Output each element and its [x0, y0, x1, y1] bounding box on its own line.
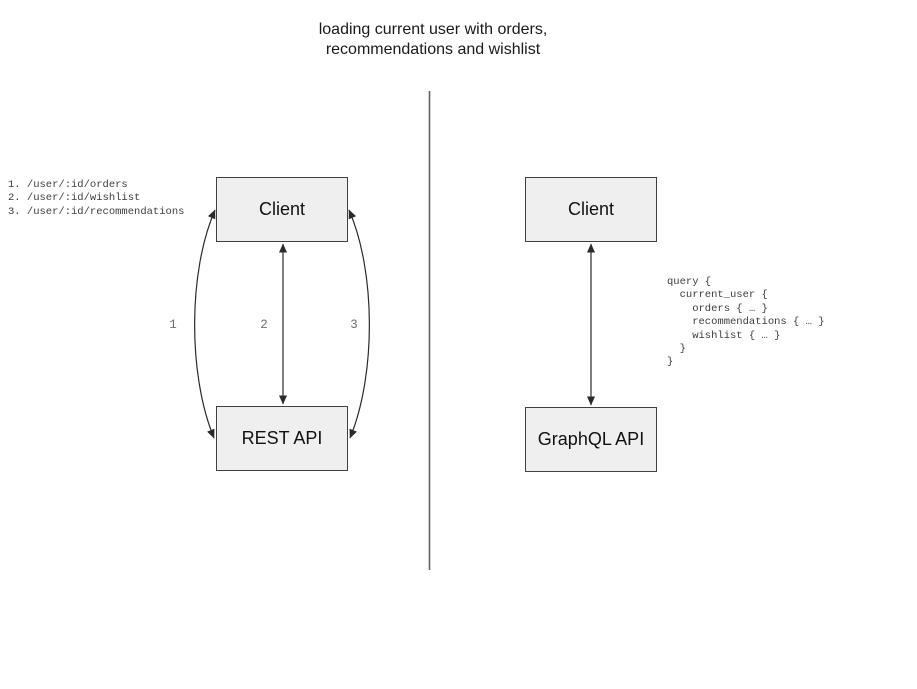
graphql-query-line-3: orders { … } [667, 302, 768, 315]
rest-client-box: Client [216, 177, 348, 242]
diagram-title: loading current user with orders, recomm… [319, 20, 548, 60]
graphql-query-line-6: } [667, 343, 686, 356]
diagram-title-line-1: loading current user with orders, [318, 21, 548, 38]
graphql-query-line-7: } [667, 356, 674, 369]
diagram-title-line-2: recommendations and wishlist [325, 41, 541, 58]
graphql-api-box: GraphQL API [525, 407, 657, 472]
rest-endpoint-2: 2. /user/:id/wishlist [8, 192, 141, 205]
graphql-client-box: Client [525, 177, 657, 242]
rest-client-label: Client [258, 199, 306, 219]
graphql-client-label: Client [567, 199, 615, 219]
rest-arrow-label-3: 3 [350, 318, 358, 332]
rest-arrow-3 [348, 209, 370, 439]
rest-endpoint-list: 1. /user/:id/orders 2. /user/:id/wishlis… [8, 179, 184, 219]
graphql-query-block: query { current_user { orders { … } reco… [667, 276, 825, 370]
rest-arrow-1 [194, 209, 216, 439]
rest-arrow-label-2: 2 [260, 318, 268, 332]
graphql-query-line-5: wishlist { … } [667, 329, 781, 342]
rest-endpoint-1: 1. /user/:id/orders [8, 179, 128, 191]
graphql-query-line-1: query { [667, 276, 712, 288]
graphql-query-line-2: current_user { [667, 289, 768, 302]
graphql-api-label: GraphQL API [537, 429, 645, 449]
rest-api-box: REST API [216, 406, 348, 471]
rest-endpoint-3: 3. /user/:id/recommendations [8, 205, 185, 218]
rest-arrow-label-1: 1 [169, 318, 177, 332]
rest-api-label: REST API [241, 428, 323, 448]
graphql-query-line-4: recommendations { … } [667, 316, 825, 329]
